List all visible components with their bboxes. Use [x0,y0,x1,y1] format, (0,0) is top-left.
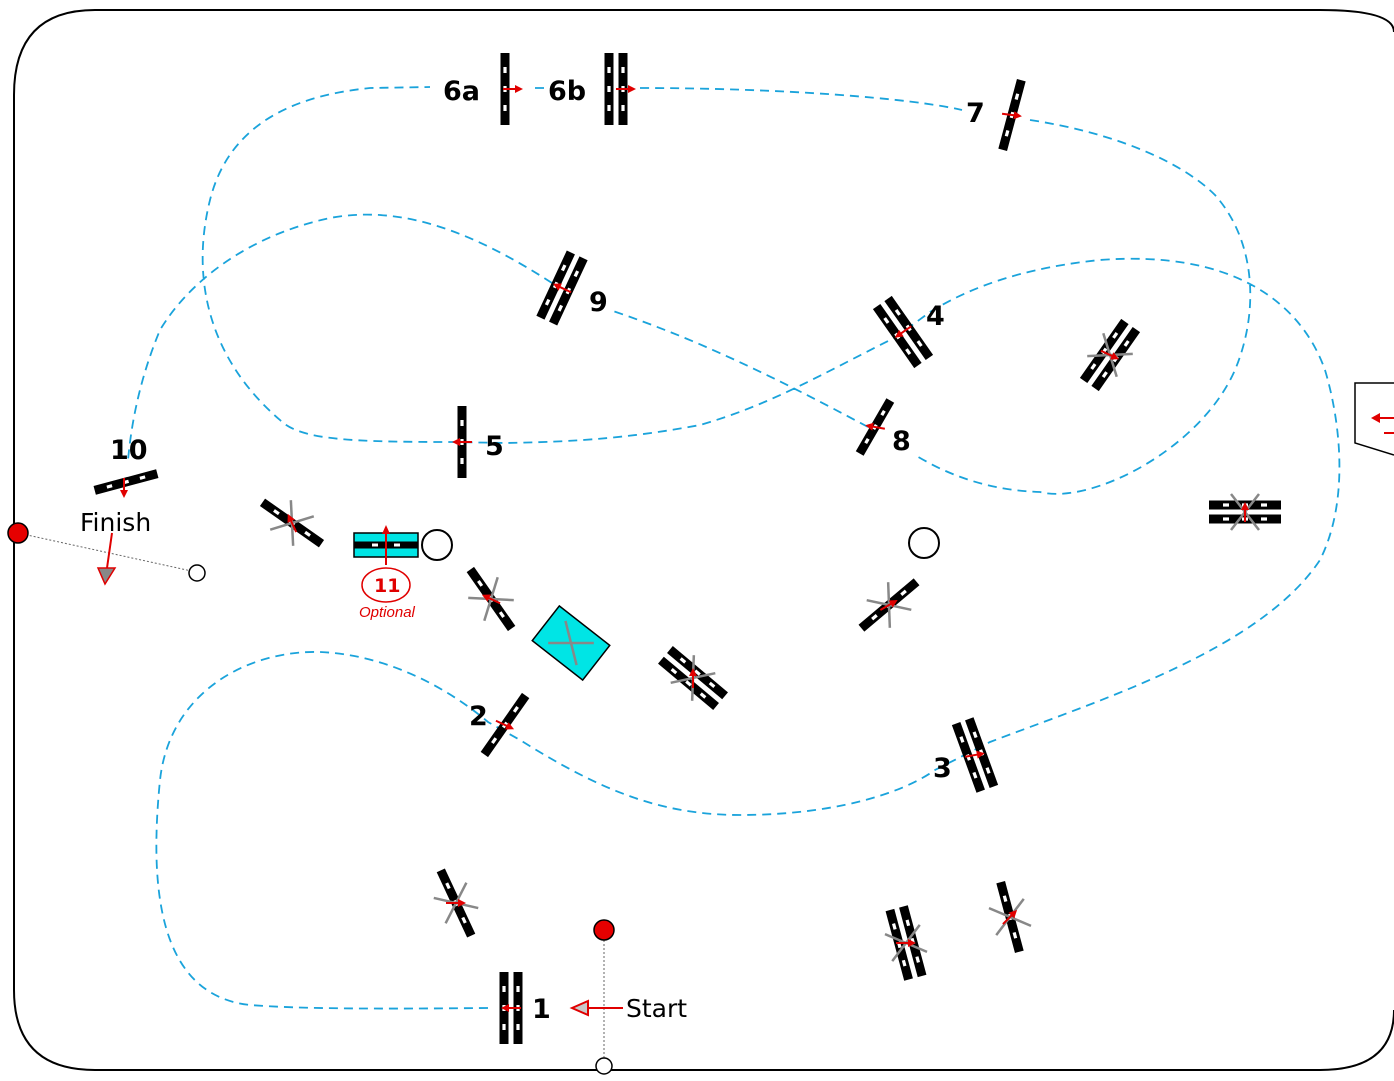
unused-jump [466,566,516,632]
unused-jump [884,905,928,981]
unused-jump [1209,493,1281,531]
jump-9 [536,250,588,326]
jump-3-label: 3 [933,753,952,784]
unused-jump [259,498,325,548]
jump-11 [353,525,419,565]
ring-border [13,9,1394,1071]
jump-11-badge [361,567,411,603]
jump-7 [998,79,1026,151]
course-path [127,86,1341,1010]
finish-arrow-icon [96,532,117,586]
jump-2-label: 2 [469,701,488,732]
unused-jump [433,868,479,938]
jump-6b-label: 6b [548,76,586,107]
start-marker [593,919,615,941]
jump-5 [451,406,473,478]
jump-11-label: 11 [374,575,400,597]
jump-6b [604,53,637,125]
jump-8-label: 8 [892,426,911,457]
jump-7-label: 7 [966,98,985,129]
finish-marker [7,522,29,544]
cone-right [908,527,940,559]
finish-label: Finish [80,508,151,537]
jump-10-label: 10 [110,435,148,466]
jump-4-label: 4 [926,301,945,332]
start-arrow-icon [569,999,623,1017]
jump-9-label: 9 [589,287,608,318]
start-label: Start [626,994,687,1023]
unused-jump [658,646,728,710]
cone-left [421,529,453,561]
unused-jump [1079,318,1141,392]
jump-6a [500,53,524,125]
jump-1-label: 1 [532,994,551,1025]
start-cone [595,1057,613,1075]
jump-6a-label: 6a [443,76,480,107]
jump-11-note: Optional [359,604,416,621]
jump-5-label: 5 [485,431,504,462]
jump-4 [872,295,934,369]
unused-jump [988,881,1032,953]
unused-jump [858,578,920,632]
jump-1 [499,972,523,1044]
water-tray [531,604,611,682]
finish-cone [188,564,206,582]
jump-3 [951,717,999,793]
ring-gate [1354,382,1394,456]
